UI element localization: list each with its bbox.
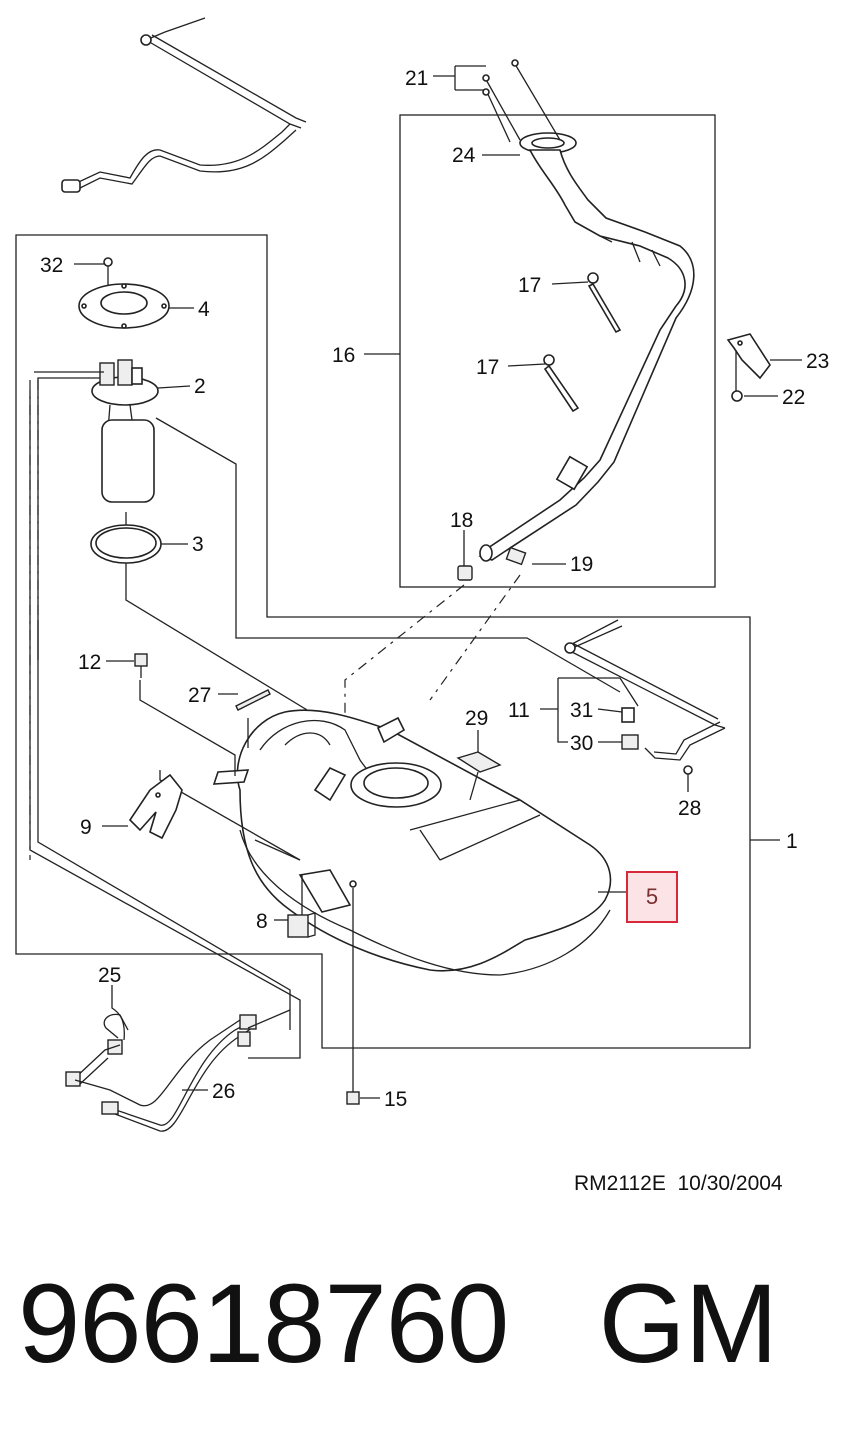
reference-date: 10/30/2004 xyxy=(677,1172,783,1195)
fuel-tank-body xyxy=(212,709,612,976)
callout-1: 1 xyxy=(786,830,798,853)
part-3-o-ring xyxy=(90,512,188,564)
callout-22: 22 xyxy=(782,386,805,409)
fuel-pump-group-frame xyxy=(15,234,751,1049)
vapor-line-top xyxy=(61,17,307,193)
callout-12: 12 xyxy=(78,651,101,674)
callout-17b: 17 xyxy=(476,356,499,379)
part-27-strap xyxy=(218,689,271,748)
callout-16: 16 xyxy=(332,344,355,367)
callout-29: 29 xyxy=(465,707,488,730)
part-17-clamp-lower xyxy=(507,354,580,413)
part-32-screw xyxy=(74,257,113,285)
brand-name: GM xyxy=(598,1261,778,1386)
callout-3: 3 xyxy=(192,533,204,556)
callout-23: 23 xyxy=(806,350,829,373)
part-8-connector-block xyxy=(274,875,316,938)
callout-27: 27 xyxy=(188,684,211,707)
callout-5: 5 xyxy=(646,884,658,909)
guide-line-9 xyxy=(159,770,301,861)
part-2-fuel-pump-module xyxy=(34,359,191,660)
callout-15: 15 xyxy=(384,1088,407,1111)
part-23-bracket xyxy=(726,333,802,392)
callout-24: 24 xyxy=(452,144,476,167)
callout-31: 31 xyxy=(570,699,593,722)
callout-9: 9 xyxy=(80,816,92,839)
vapor-line-right xyxy=(540,619,726,761)
callout-8: 8 xyxy=(256,910,268,933)
part-4-pump-gasket xyxy=(78,283,194,329)
callout-11: 11 xyxy=(508,699,530,722)
guide-dash-19 xyxy=(429,574,521,701)
bottom-fuel-lines xyxy=(65,985,291,1132)
part-9-bracket xyxy=(102,773,183,840)
reference-code: RM2112E xyxy=(574,1172,666,1195)
callout-25: 25 xyxy=(98,964,121,987)
o-ring-guide-line xyxy=(125,563,346,734)
callout-28: 28 xyxy=(678,797,701,820)
callout-4: 4 xyxy=(198,298,210,321)
pump-guide-line xyxy=(155,417,621,693)
part-21-screws xyxy=(433,59,561,143)
callout-19: 19 xyxy=(570,553,593,576)
callout-18: 18 xyxy=(450,509,473,532)
part-number-line: 96618760 GM xyxy=(18,1268,778,1380)
callout-21: 21 xyxy=(405,67,428,90)
guide-line-12 xyxy=(139,680,236,776)
part-17-clamp-upper xyxy=(551,272,622,334)
fuel-tank-exploded-diagram: 21 24 32 4 17 16 23 17 2 22 18 3 19 12 2… xyxy=(15,17,829,1132)
callout-5-highlight[interactable]: 5 xyxy=(598,871,678,923)
part-18-nut xyxy=(457,530,473,581)
part-29-pad xyxy=(456,730,502,801)
pipe-bundle-left xyxy=(29,390,301,1059)
callout-26: 26 xyxy=(212,1080,235,1103)
part-19-clip xyxy=(505,546,566,566)
part-28-nut xyxy=(683,765,693,792)
callout-2: 2 xyxy=(194,375,206,398)
part-22-nut xyxy=(731,390,778,402)
callout-32: 32 xyxy=(40,254,63,277)
reference-code-date: RM2112E 10/30/2004 xyxy=(574,1172,783,1196)
callout-30: 30 xyxy=(570,732,593,755)
filler-neck-assembly xyxy=(478,132,695,562)
filler-neck-group-frame xyxy=(399,114,716,588)
callout-17a: 17 xyxy=(518,274,541,297)
part-15-bolt xyxy=(346,880,380,1105)
part-number: 96618760 xyxy=(18,1261,509,1386)
part-12-bolt xyxy=(106,653,148,678)
